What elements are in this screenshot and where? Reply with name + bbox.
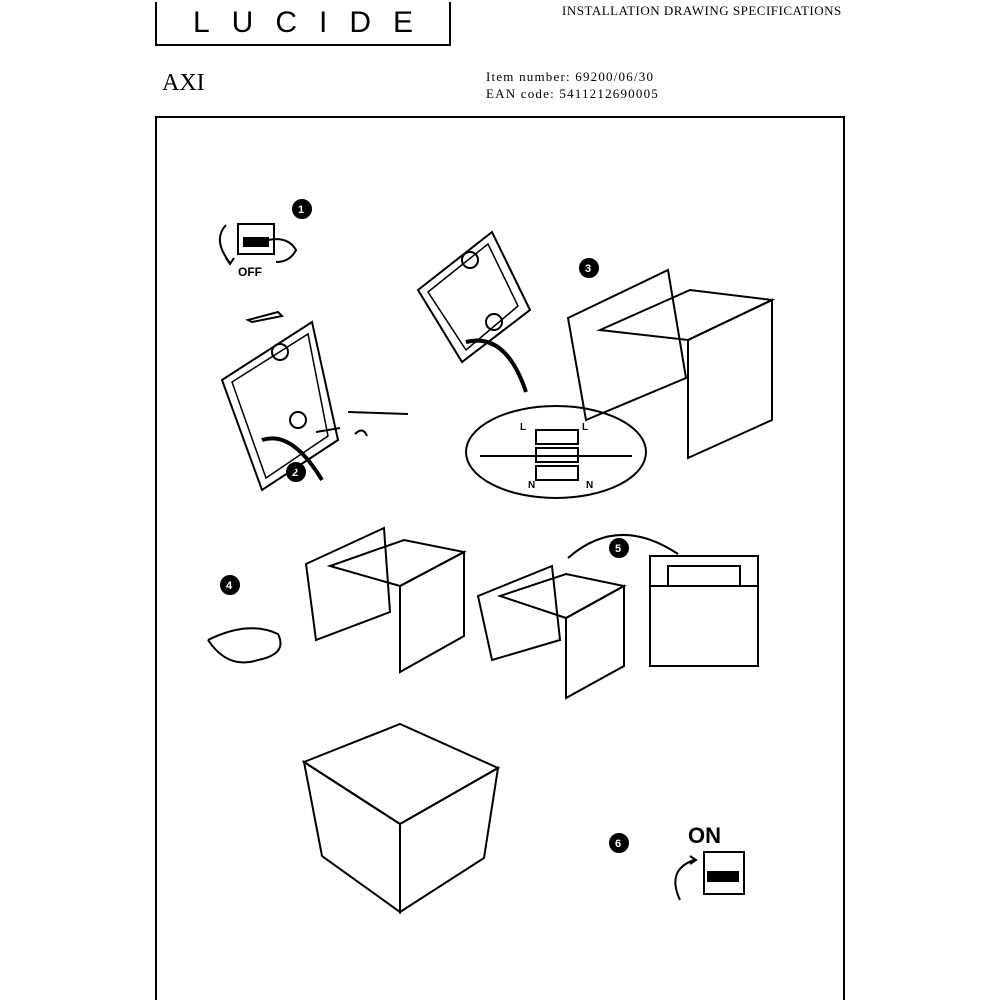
cover-box [649,555,759,667]
svg-text:2: 2 [292,467,298,479]
svg-text:L: L [582,422,588,433]
switch-off-illustration: OFF [219,223,298,279]
lucide-logo: LUCIDE [155,2,451,46]
step-3-marker: 3 [579,258,599,278]
svg-text:3: 3 [585,263,591,275]
step-1-marker: 1 [292,199,312,219]
step-6-marker: 6 [609,833,629,853]
wire-connector-detail: L L N N [465,405,647,499]
step-4-marker: 4 [220,575,240,595]
svg-text:L: L [520,422,526,433]
svg-text:OFF: OFF [238,265,262,279]
ean-code: EAN code: 5411212690005 [486,86,659,101]
step-5-marker: 5 [609,538,629,558]
svg-text:6: 6 [615,838,621,850]
fixture-step-3 [566,268,776,460]
item-number: Item number: 69200/06/30 [486,69,655,84]
product-name: AXI [162,70,205,96]
fixture-step-4 [207,526,467,674]
svg-text:ON: ON [688,823,721,848]
svg-text:5: 5 [615,543,621,555]
svg-text:N: N [586,480,593,491]
mounting-plate-step-2 [220,310,409,492]
switch-on-illustration: ON [674,823,745,901]
step-markers: 1 2 3 4 5 6 [220,199,629,853]
svg-text:4: 4 [226,580,233,592]
fixture-step-5 [476,534,679,700]
svg-text:N: N [528,480,535,491]
svg-text:1: 1 [298,204,304,216]
drawing-frame [155,116,845,1000]
mounting-plate-step-3 [416,230,532,393]
assembled-fixture [301,722,501,914]
step-2-marker: 2 [286,462,306,482]
document-title: INSTALLATION DRAWING SPECIFICATIONS [562,3,842,18]
logo-text: LUCIDE [192,6,436,39]
product-meta: Item number: 69200/06/30 EAN code: 54112… [486,68,659,102]
